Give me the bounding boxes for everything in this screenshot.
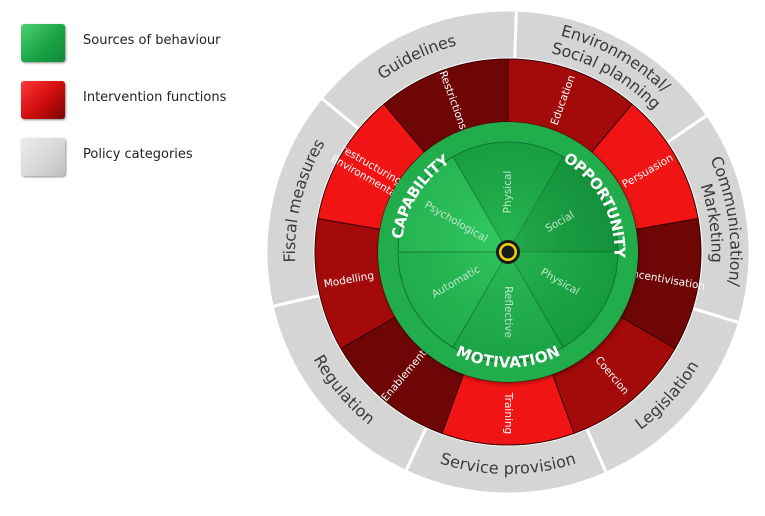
intervention-label-training: Training	[502, 392, 514, 434]
legend-swatch-green	[21, 24, 65, 62]
legend: Sources of behaviour Intervention functi…	[0, 0, 260, 200]
legend-label: Policy categories	[83, 147, 193, 162]
legend-swatch-grey	[21, 138, 65, 176]
legend-swatch-red	[21, 81, 65, 119]
wheel-hub	[496, 240, 520, 264]
legend-label: Sources of behaviour	[83, 33, 221, 48]
legend-label: Intervention functions	[83, 90, 227, 105]
hub-core	[501, 245, 515, 259]
